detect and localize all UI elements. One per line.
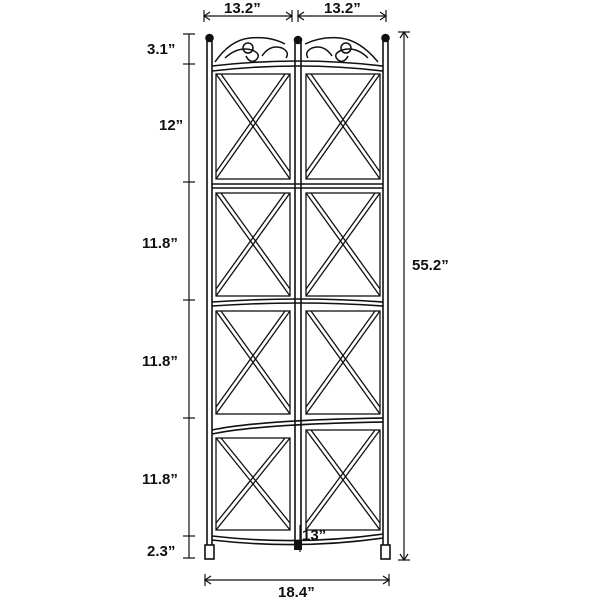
tier-4-height-label: 11.8”: [142, 471, 178, 488]
bottom-shelf: [211, 533, 384, 542]
tier-3-panels: [215, 310, 381, 415]
tier-3-height-label: 11.8”: [142, 353, 178, 370]
top-left-width-label: 13.2”: [224, 0, 261, 17]
tier-1-panels: [215, 73, 381, 180]
tier-4-panels: [215, 429, 381, 531]
corner-shelf-drawing: [204, 33, 391, 560]
decorative-crown: [214, 36, 379, 63]
crown-height-label: 3.1”: [147, 41, 175, 58]
shelf-depth-label: 13”: [302, 527, 326, 544]
top-right-width-label: 13.2”: [324, 0, 361, 17]
top-shelf: [211, 60, 384, 67]
tier-2-height-label: 11.8”: [142, 235, 178, 252]
bottom-width-label: 18.4”: [278, 584, 315, 600]
tier-2-panels: [215, 192, 381, 297]
total-height-label: 55.2”: [412, 257, 449, 274]
shelf-2: [211, 298, 384, 303]
shelf-3: [211, 417, 384, 431]
foot-height-label: 2.3”: [147, 543, 175, 560]
tier-1-height-label: 12”: [159, 117, 183, 134]
